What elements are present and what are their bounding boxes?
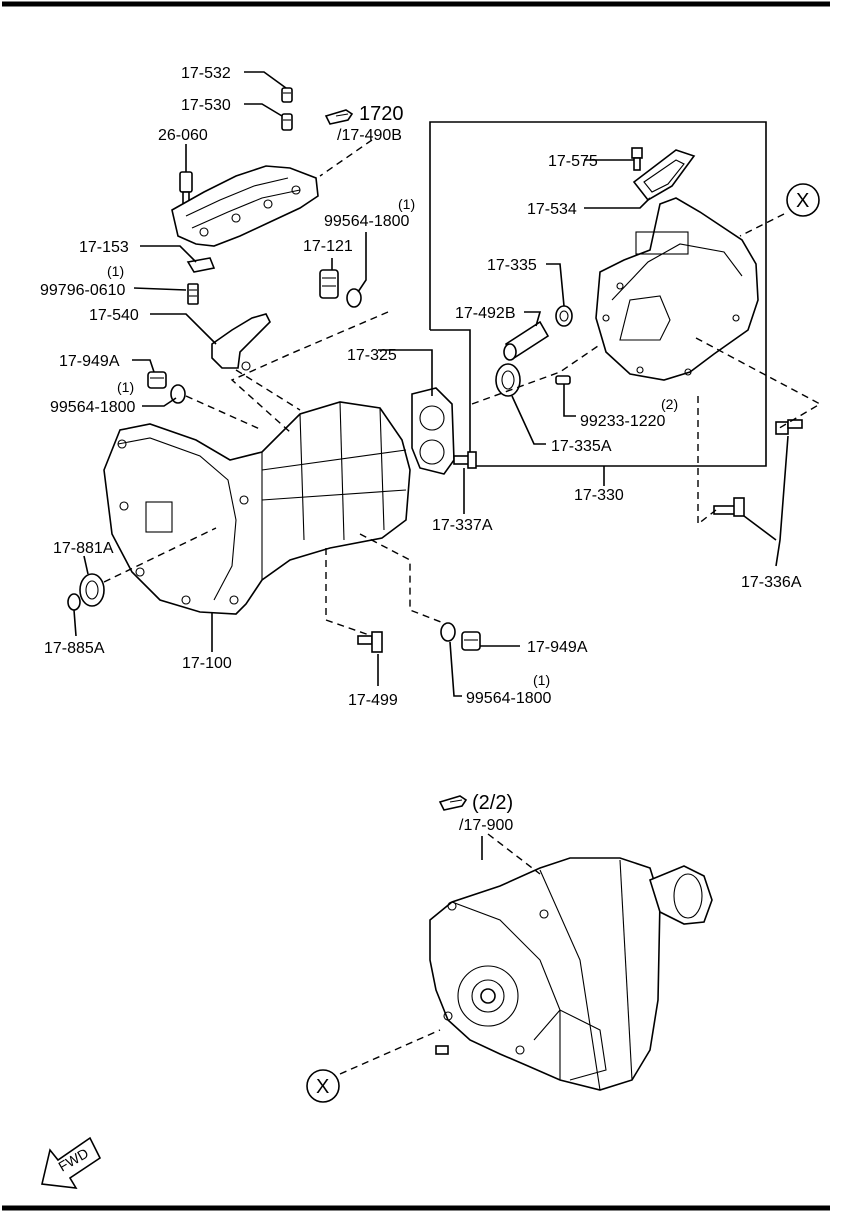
label-17-121: 17-121 <box>303 238 353 255</box>
label-17-540: 17-540 <box>89 307 139 324</box>
part-17-949a-top-plug-icon <box>147 371 167 389</box>
transfer-case-output-flange-icon <box>649 865 713 925</box>
transfer-case-assembly-icon <box>429 857 661 1091</box>
part-17-153-bracket-icon <box>186 257 216 273</box>
subassembly-box-17-330 <box>429 121 767 467</box>
part-17-532-icon <box>281 87 293 103</box>
extension-housing-icon <box>595 197 759 381</box>
label-17-881a: 17-881A <box>53 540 114 557</box>
part-17-575-bolt-icon <box>631 147 643 171</box>
part-17-337a-bolt-icon <box>453 451 477 469</box>
part-17-492b-bushing-icon <box>503 320 550 361</box>
label-17-335a: 17-335A <box>551 438 612 455</box>
part-17-336a-lower-bolt-icon <box>713 497 745 517</box>
part-17-121-icon <box>319 269 339 299</box>
label-ref-17-900: /17-900 <box>459 817 513 834</box>
circle-x-marker-bottom <box>306 1069 340 1103</box>
part-17-534-gasket-icon <box>632 149 696 202</box>
label-26-060: 26-060 <box>158 127 208 144</box>
part-99796-0610-bolt-icon <box>187 283 199 305</box>
label-17-325: 17-325 <box>347 347 397 364</box>
label-99796-0610: 99796-0610 <box>40 282 126 299</box>
part-17-335a-seal-icon <box>495 363 521 397</box>
label-99233-1220: 99233-1220 <box>580 413 666 430</box>
part-17-499-bolt-icon <box>357 631 383 653</box>
marker-x-bottom-text: X <box>316 1076 329 1098</box>
part-17-530-icon <box>281 113 293 131</box>
part-99564-1800-bottom-gasket-icon <box>440 622 456 642</box>
transmission-case-17-100-icon <box>103 401 411 615</box>
pointing-hand-icon-2-2 <box>438 795 468 811</box>
label-qty-1-a: (1) <box>107 263 124 279</box>
label-17-534: 17-534 <box>527 201 577 218</box>
part-26-060-sensor-icon <box>179 171 193 205</box>
transfer-case-stud-icon <box>435 1045 449 1055</box>
label-17-949a-bottom: 17-949A <box>527 639 588 656</box>
label-17-530: 17-530 <box>181 97 231 114</box>
label-qty-1-b: (1) <box>117 379 134 395</box>
part-99564-1800-mid-gasket-icon <box>346 288 362 308</box>
label-99564-1800-left: 99564-1800 <box>50 399 136 416</box>
circle-x-marker-top <box>786 183 820 217</box>
label-ref-17-490b: /17-490B <box>337 127 402 144</box>
label-17-337a: 17-337A <box>432 517 493 534</box>
label-qty-1-d: (1) <box>398 196 415 212</box>
label-17-575: 17-575 <box>548 153 598 170</box>
part-17-949a-bottom-plug-icon <box>461 631 481 651</box>
label-qty-2: (2) <box>661 396 678 412</box>
label-17-153: 17-153 <box>79 239 129 256</box>
label-17-336a: 17-336A <box>741 574 802 591</box>
fwd-arrow-icon <box>41 1136 102 1189</box>
label-ref-1720: 1720 <box>359 103 404 125</box>
part-17-881a-seal-icon <box>79 573 105 607</box>
label-99564-1800-mid: 99564-1800 <box>324 213 410 230</box>
label-17-949a-top: 17-949A <box>59 353 120 370</box>
label-ref-2-2: (2/2) <box>472 792 513 814</box>
part-99233-1220-pin-icon <box>555 375 571 385</box>
leader-lines <box>73 71 789 860</box>
label-17-100: 17-100 <box>182 655 232 672</box>
part-17-540-lever-icon <box>211 313 271 371</box>
label-17-532: 17-532 <box>181 65 231 82</box>
label-17-335: 17-335 <box>487 257 537 274</box>
label-qty-1-c: (1) <box>533 672 550 688</box>
dashed-assembly-lines <box>103 139 822 1075</box>
label-17-499: 17-499 <box>348 692 398 709</box>
label-17-492b: 17-492B <box>455 305 516 322</box>
pointing-hand-icon-1720 <box>324 109 354 125</box>
part-17-885a-ring-icon <box>67 593 81 611</box>
marker-x-top-text: X <box>796 190 809 212</box>
part-17-335-bearing-icon <box>555 305 573 327</box>
part-17-325-gasket-icon <box>411 387 455 475</box>
label-17-885a: 17-885A <box>44 640 105 657</box>
label-17-330: 17-330 <box>574 487 624 504</box>
shift-cover-icon <box>171 165 319 247</box>
label-99564-1800-bottom: 99564-1800 <box>466 690 552 707</box>
